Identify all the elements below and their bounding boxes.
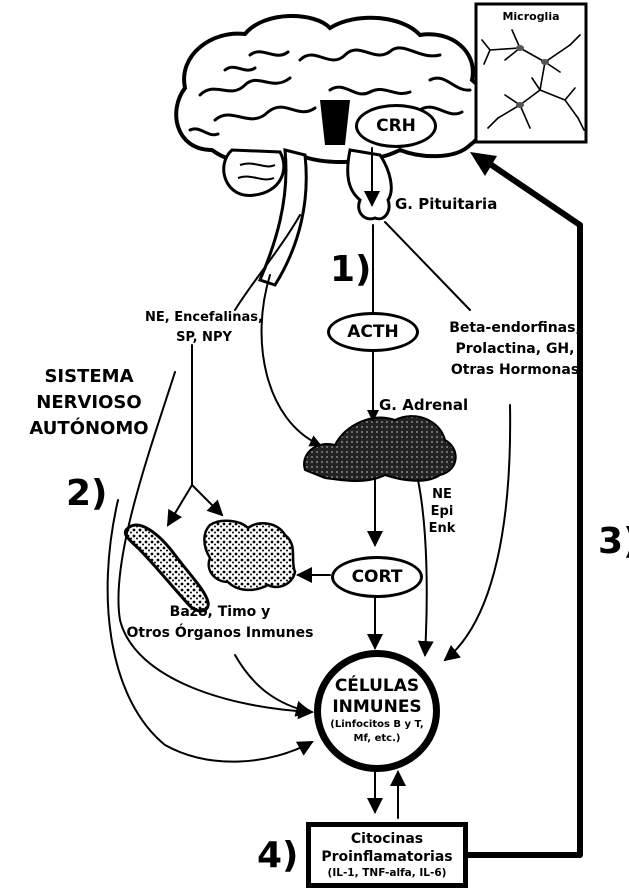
ans-mediators-label: NE, Encefalinas, SP, NPY [140,308,268,348]
ans-mediators-line1: NE, Encefalinas, [140,308,268,328]
immune-cells-line1: CÉLULAS [335,676,419,697]
adrenal-output-epi: Epi [420,503,464,520]
cytokines-line2: Proinflamatorias [311,848,463,866]
ans-mediators-line2: SP, NPY [140,328,268,348]
spleen-illustration [125,525,208,611]
arrow-ans-adrenal [262,275,320,445]
crh-node: CRH [355,104,437,148]
acth-node: ACTH [327,312,419,352]
arrow-cytokines-brain-feedback [466,164,580,855]
pathway-label-2: 2) [66,476,108,512]
brain-illustration [176,16,487,285]
ans-line3: AUTÓNOMO [14,416,164,442]
pituitary-label: G. Pituitaria [395,195,497,213]
ans-line1: SISTEMA [14,364,164,390]
arrow-ans-thymus [192,485,222,515]
pathway-label-1: 1) [330,252,372,288]
immune-cells-line2: INMUNES [332,697,421,718]
pathway-label-3: 3) [598,524,629,560]
hormones-line2: Prolactina, GH, [440,339,590,360]
immune-organs-label: Bazo, Timo y Otros Órganos Inmunes [110,602,330,644]
arrow-ans-spleen [168,485,192,525]
cytokines-line3: (IL-1, TNF-alfa, IL-6) [311,866,463,881]
crh-label: CRH [376,116,416,136]
line-brainstem-ans [235,215,300,310]
cytokines-line1: Citocinas [311,830,463,848]
adrenal-label: G. Adrenal [379,396,468,414]
cytokines-box: Citocinas Proinflamatorias (IL-1, TNF-al… [306,822,468,888]
ans-line2: NERVIOSO [14,390,164,416]
pathway-label-4: 4) [257,838,299,874]
hormones-label: Beta-endorfinas, Prolactina, GH, Otras H… [440,318,590,381]
adrenal-outputs-label: NE Epi Enk [420,486,464,537]
immune-cells-line4: Mf, etc.) [354,732,401,746]
adrenal-output-enk: Enk [420,520,464,537]
immune-organs-line2: Otros Órganos Inmunes [110,623,330,644]
ans-label: SISTEMA NERVIOSO AUTÓNOMO [14,364,164,442]
microglia-label: Microglia [486,10,576,23]
adrenal-gland-illustration [304,416,456,481]
line-pituitary-hormones [385,222,470,310]
acth-label: ACTH [347,322,398,342]
immune-cells-node: CÉLULAS INMUNES (Linfocitos B y T, Mf, e… [314,650,440,772]
cort-node: CORT [331,556,423,598]
immune-organs-line1: Bazo, Timo y [110,602,330,623]
hormones-line1: Beta-endorfinas, [440,318,590,339]
hormones-line3: Otras Hormonas [440,360,590,381]
adrenal-output-ne: NE [420,486,464,503]
thymus-illustration [204,521,295,590]
microglia-box [476,4,586,142]
immune-cells-line3: (Linfocitos B y T, [330,718,423,732]
cort-label: CORT [352,567,403,587]
